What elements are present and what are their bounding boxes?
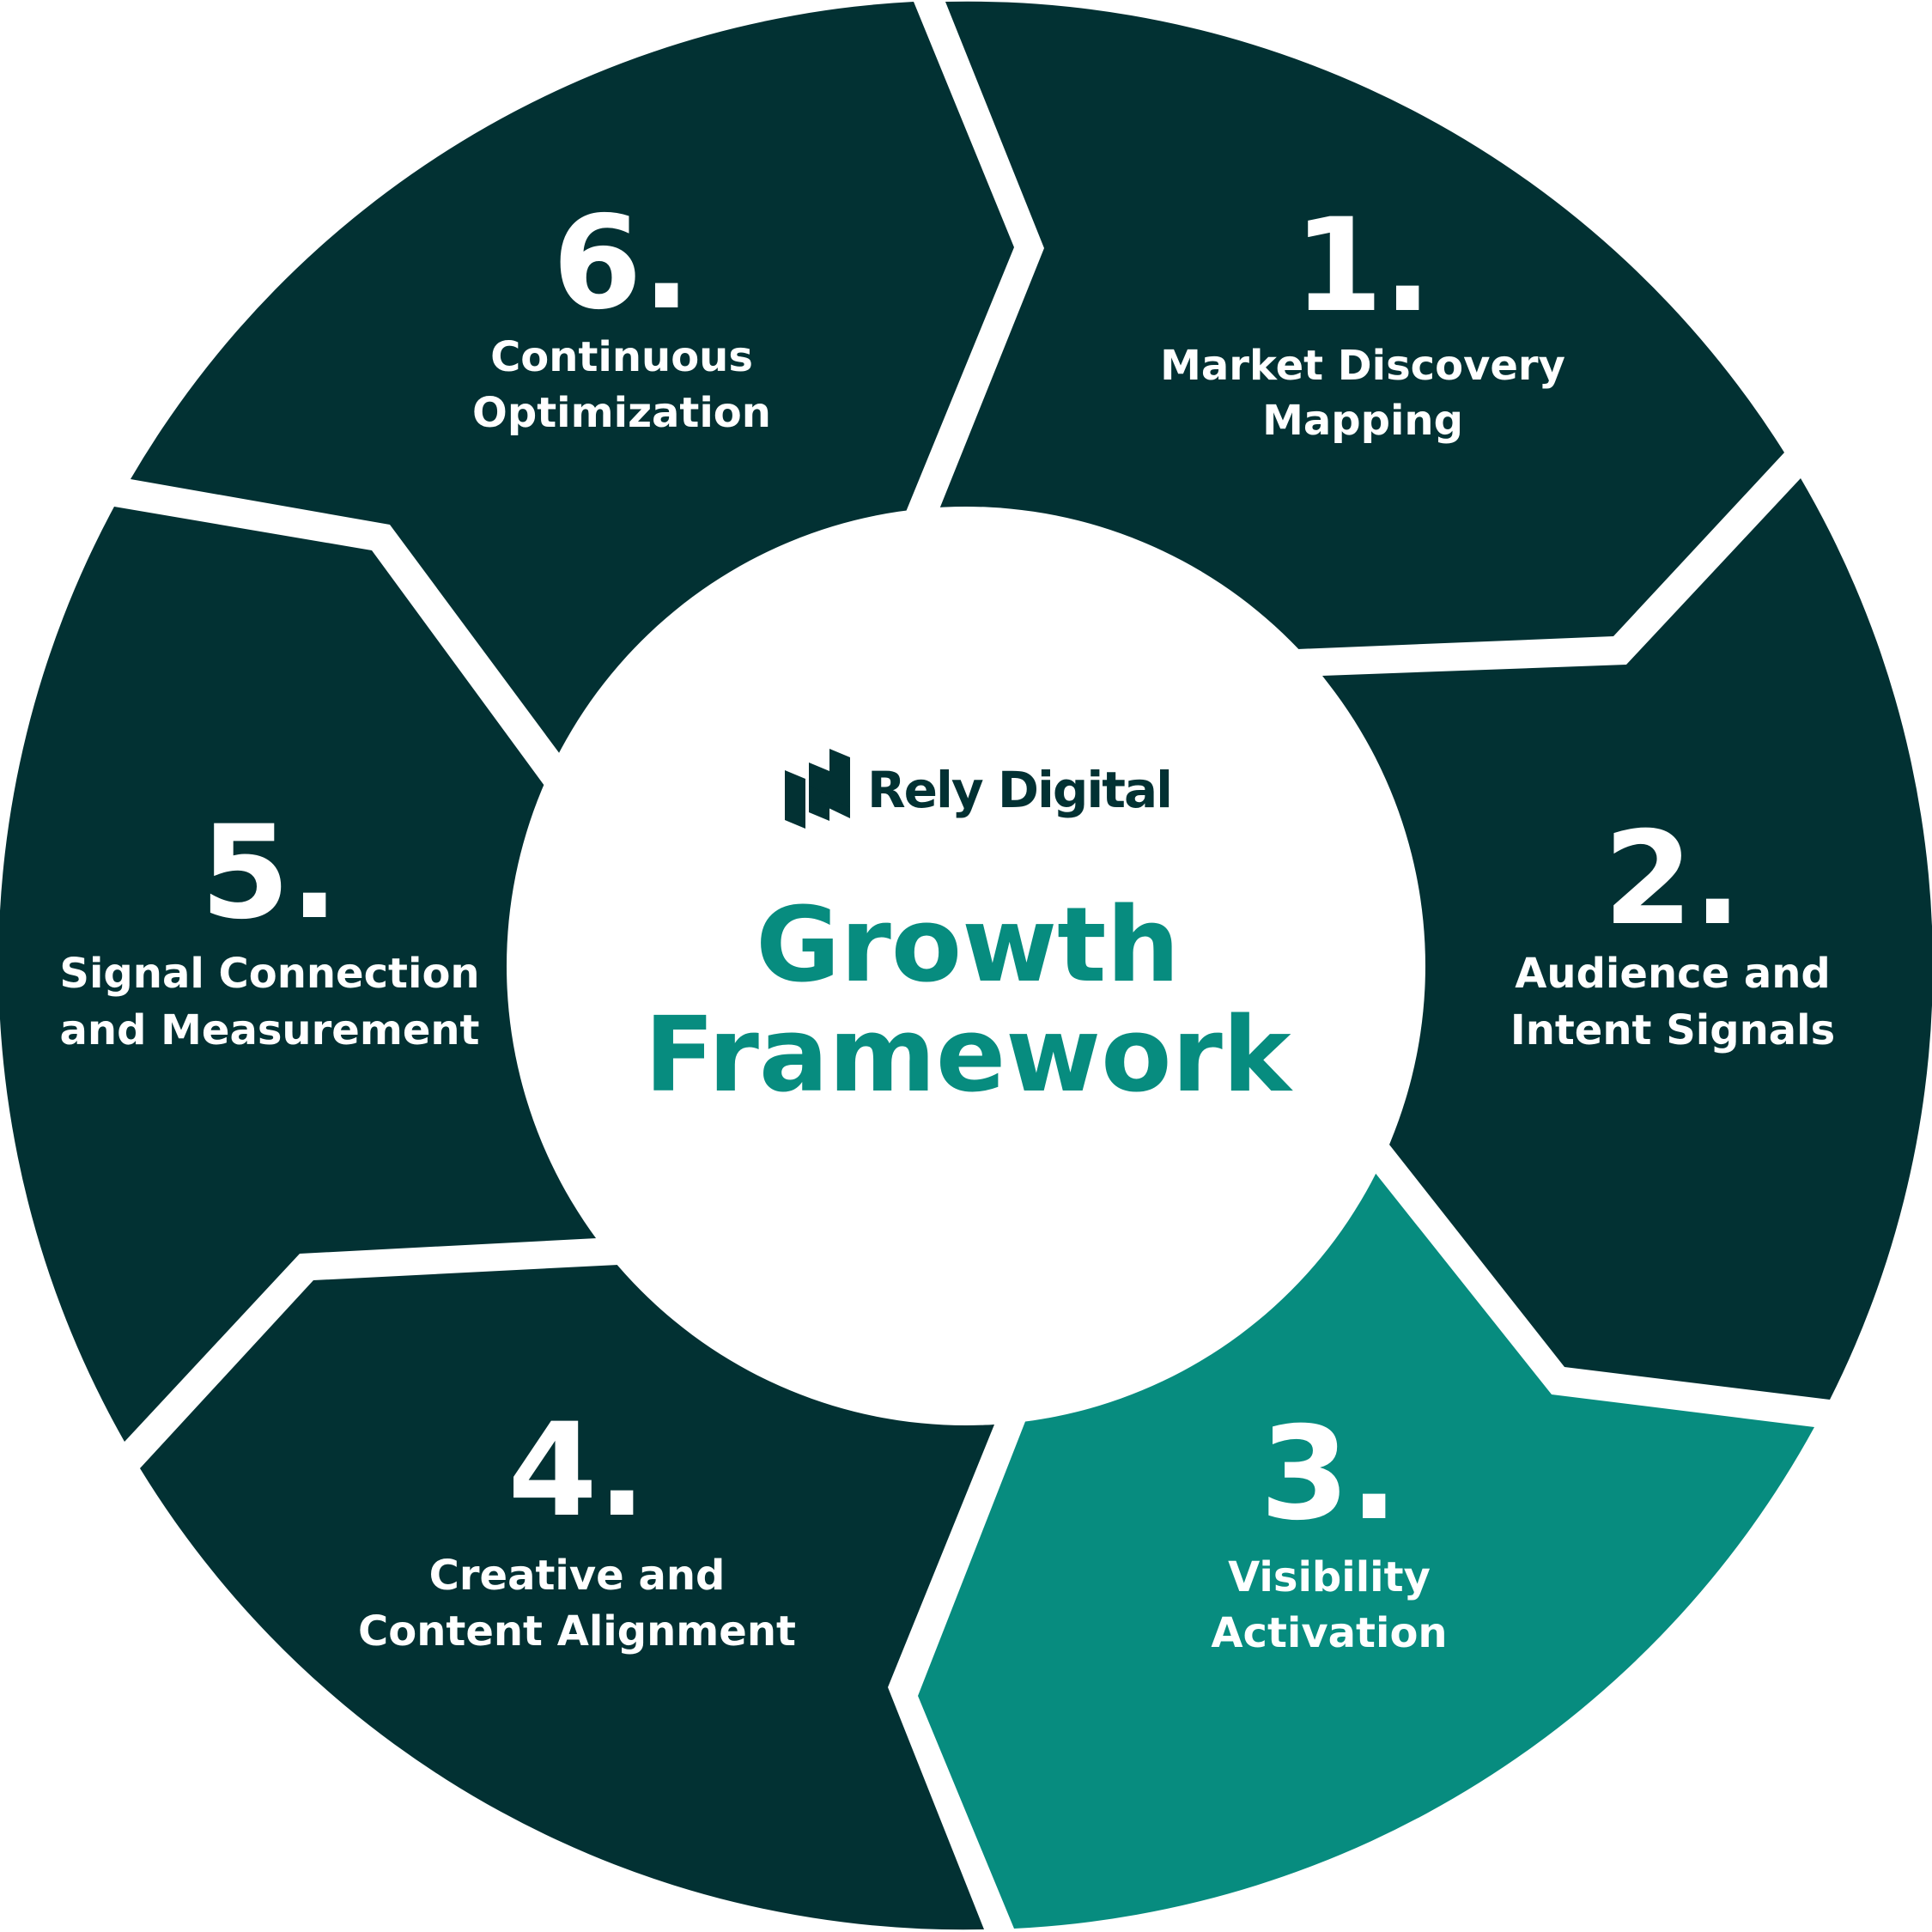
segment-2: 2. Audience and Intent Signals	[1322, 478, 1932, 1400]
step-1-label-line2: Mapping	[1262, 397, 1463, 445]
step-4-label-line2: Content Alignment	[358, 1607, 796, 1656]
center-title-line1: Growth	[756, 886, 1180, 1005]
step-5-number: 5.	[200, 799, 338, 948]
step-3-label-line2: Activation	[1211, 1609, 1447, 1657]
segment-6-shape	[131, 2, 1014, 754]
step-4-label-line1: Creative and	[429, 1552, 726, 1600]
center-title-line2: Framework	[644, 996, 1293, 1115]
step-4-number: 4.	[507, 1396, 646, 1546]
segment-1: 1. Market Discovery Mapping	[939, 1, 1784, 649]
center-circle	[507, 507, 1425, 1425]
center-hub: Rely Digital Growth Framework	[507, 507, 1425, 1425]
step-1-label-line1: Market Discovery	[1160, 342, 1565, 390]
step-2-label-line1: Audience and	[1515, 950, 1831, 998]
step-1-number: 1.	[1293, 191, 1431, 341]
segment-5-shape	[0, 507, 597, 1442]
step-6-label-line1: Continuous	[490, 333, 753, 381]
step-6-number: 6.	[552, 189, 690, 338]
step-2-label-line2: Intent Signals	[1510, 1006, 1835, 1054]
step-3-number: 3.	[1260, 1400, 1398, 1549]
segment-5: 5. Signal Connection and Measurement	[0, 507, 597, 1442]
segment-3-shape	[918, 1171, 1814, 1929]
segment-1-shape	[939, 1, 1784, 649]
brand-logo: Rely Digital	[785, 749, 1173, 829]
step-6-label-line2: Optimization	[472, 389, 771, 437]
segment-4: 4. Creative and Content Alignment	[140, 1265, 994, 1930]
step-5-label-line1: Signal Connection	[59, 950, 479, 998]
segment-4-shape	[140, 1265, 994, 1930]
rely-digital-logo-icon	[785, 749, 850, 829]
step-3-label-line1: Visibility	[1228, 1553, 1431, 1601]
step-2-number: 2.	[1603, 805, 1741, 954]
brand-name: Rely Digital	[867, 761, 1171, 819]
segment-2-shape	[1322, 478, 1932, 1400]
step-5-label-line2: and Measurement	[60, 1006, 480, 1054]
segment-6: 6. Continuous Optimization	[131, 2, 1014, 754]
segment-3: 3. Visibility Activation	[918, 1171, 1814, 1929]
